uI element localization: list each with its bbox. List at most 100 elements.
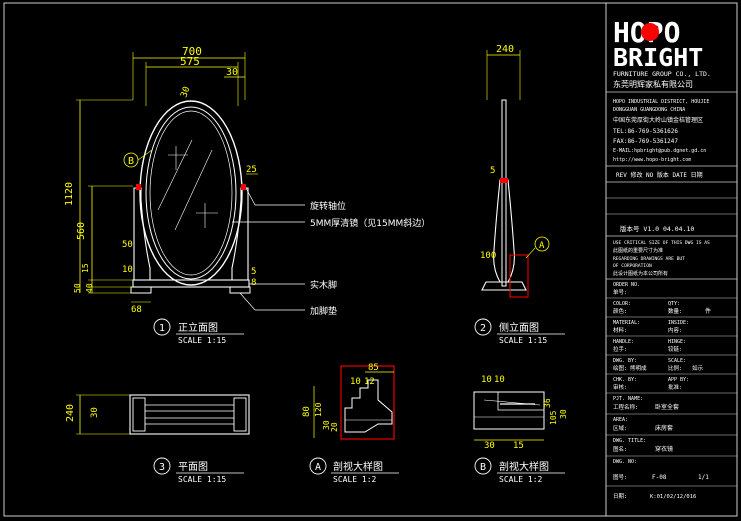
mirror-glass <box>149 110 233 276</box>
dim-560: 560 <box>76 222 87 240</box>
view-a-scale: SCALE 1:2 <box>333 475 377 484</box>
view-1-scale: SCALE 1:15 <box>178 336 226 345</box>
scale-label: SCALE: <box>668 358 686 364</box>
inside-cn: 内容: <box>668 326 682 334</box>
detail-a-box <box>509 254 529 298</box>
plan-foot-right <box>233 397 247 432</box>
pivot-marker-right <box>241 184 246 190</box>
dim-10: 10 <box>122 265 133 275</box>
side-elevation: 240 5 100 A 2 侧立面图 SCALE 1:15 <box>474 44 565 345</box>
project-value: 卧室全套 <box>655 403 679 411</box>
pivot-marker-left <box>136 184 141 190</box>
note-en-3: OF CORPORATION <box>613 263 652 269</box>
foot-left <box>130 286 152 294</box>
dim-68: 68 <box>131 305 142 315</box>
chk-by-label: CHK. BY: <box>613 377 637 383</box>
view-3-bubble <box>153 457 171 475</box>
material-label: MATERIAL: <box>613 320 640 326</box>
view-3-title: 平面图 <box>178 461 208 473</box>
scale-cn: 比例: <box>668 364 682 372</box>
qty-label: QTY: <box>668 301 680 307</box>
rev-header: REV 修改 NO 版本 DATE 日期 <box>616 171 703 179</box>
bubble-b-label: B <box>128 156 134 167</box>
dim-side-240: 240 <box>496 44 514 55</box>
base-rail <box>132 279 250 288</box>
dim-1120: 1120 <box>64 182 75 206</box>
fax: FAX:86-769-5361247 <box>613 138 678 145</box>
project-label: PJT. NAME: <box>613 396 643 402</box>
sheet-number: 1/1 <box>698 474 709 481</box>
area-cn: 区域: <box>613 424 627 432</box>
title-block: HOPO BRIGHT FURNITURE GROUP CO., LTD. 东莞… <box>606 16 737 500</box>
address-cn: 中国东莞厚街大岭山镇金桔管理区 <box>613 116 703 124</box>
inside-label: INSIDE: <box>668 320 689 326</box>
scale-value: 如示 <box>692 364 704 372</box>
address-en-2: DONGGUAN GUANGDONG CHINA <box>613 107 685 113</box>
dim-15: 15 <box>81 263 90 273</box>
email: E-MAIL:hpbright@pub.dgnet.gd.cn <box>613 148 706 154</box>
bubble-a <box>534 236 550 252</box>
dim-b-15: 15 <box>513 441 524 451</box>
view-a-bubble <box>309 457 327 475</box>
hinge-cn: 铰链: <box>668 345 682 353</box>
dwg-no-label: DWG. NO: <box>613 459 637 465</box>
dwg-title-value: 穿衣镜 <box>655 445 673 453</box>
leader <box>525 247 536 259</box>
dim-50b: 50 <box>73 283 82 293</box>
drawing-frame <box>3 2 738 517</box>
view-b-scale: SCALE 1:2 <box>499 475 543 484</box>
view-2-scale: SCALE 1:15 <box>499 336 547 345</box>
dwg-no-value: F-08 <box>652 474 667 481</box>
callout-mirror: 5MM厚清镜（见15MM斜边） <box>310 217 430 229</box>
note-en-1: USE CRITICAL SIZE OF THIS DWG IS AS <box>613 240 710 246</box>
side-pivot <box>500 178 508 183</box>
view-1-title: 正立面图 <box>178 321 218 334</box>
leader <box>245 187 256 206</box>
company-en: FURNITURE GROUP CO., LTD. <box>613 70 711 78</box>
note-cn-2: 此设计图纸为本公司所有 <box>613 270 668 277</box>
app-by-cn: 批准: <box>668 383 682 391</box>
area-label: AREA: <box>613 417 628 423</box>
dwg-by-cn: 绘图: <box>613 364 627 372</box>
dim-a-30: 30 <box>322 420 331 430</box>
logo-dot <box>641 23 659 41</box>
tel: TEL:86-769-5361626 <box>613 128 678 135</box>
view-a-number: A <box>315 462 321 473</box>
handle-cn: 拉手: <box>613 345 627 353</box>
dim-b-10a: 10 <box>481 375 492 385</box>
dwg-no-cn: 图号: <box>613 473 627 481</box>
leader <box>137 149 153 161</box>
bubble-a-label: A <box>539 241 545 251</box>
dwg-title-label: DWG. TITLE: <box>613 438 646 444</box>
dim-30-top: 30 <box>226 67 238 78</box>
detail-b-outline <box>473 391 545 430</box>
dim-b-36: 36 <box>543 398 552 408</box>
glass-hatch <box>157 139 193 211</box>
dim-a-20: 20 <box>330 422 339 432</box>
handle-label: HANDLE: <box>613 339 634 345</box>
version: 版本号 V1.0 04.04.10 <box>620 224 694 233</box>
logo-bright: BRIGHT <box>613 43 703 72</box>
mirror-outer-frame <box>139 100 243 286</box>
callout-pivot: 旋转轴位 <box>310 200 346 212</box>
area-value: 床房套 <box>655 424 673 432</box>
view-1-bubble <box>153 318 171 336</box>
detail-a-frame <box>340 365 395 440</box>
note-en-2: REGARDING DRAWINGS ARE BUT <box>613 256 685 262</box>
app-by-label: APP BY: <box>668 377 689 383</box>
order-no-label: ORDER NO. <box>613 282 640 288</box>
view-2-number: 2 <box>480 323 486 334</box>
qty-value: 件 <box>705 307 711 315</box>
dim-plan-240: 240 <box>65 404 76 422</box>
dim-50: 50 <box>122 240 133 250</box>
detail-b: 10 10 30 15 105 30 36 B 剖视大样图 SCALE 1:2 <box>473 375 568 484</box>
plan-foot-left <box>132 397 146 432</box>
view-1-number: 1 <box>159 323 165 334</box>
glass-hatch <box>174 149 213 231</box>
dim-plan-30: 30 <box>90 407 100 418</box>
view-2-title: 侧立面图 <box>499 321 539 334</box>
dim-575: 575 <box>180 55 200 68</box>
view-b-bubble <box>474 457 492 475</box>
side-post <box>493 179 515 283</box>
